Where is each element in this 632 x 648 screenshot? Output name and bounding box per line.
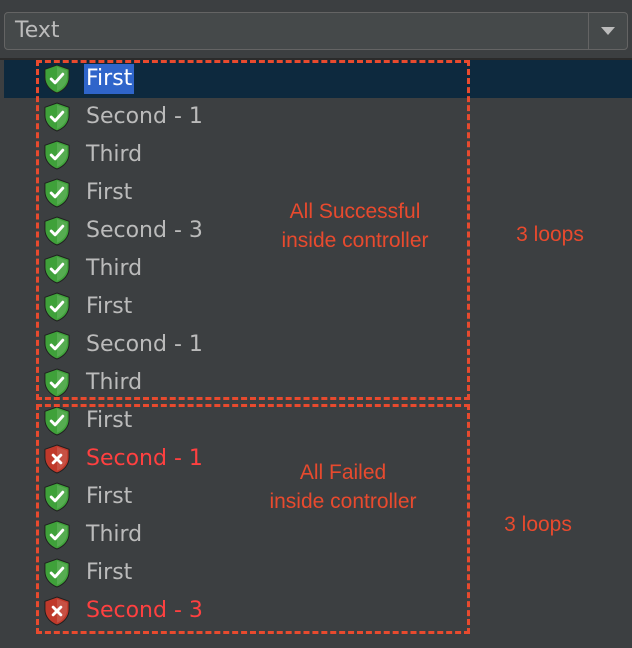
view-mode-select[interactable]: Text [4, 12, 628, 50]
result-row-label: Third [86, 370, 143, 395]
result-row-label: First [86, 560, 133, 585]
result-row-label: Second - 3 [86, 218, 203, 243]
result-row-label: First [86, 180, 133, 205]
result-row-label: First [86, 484, 133, 509]
shield-check-icon [42, 520, 72, 550]
success-annotation-line1: All Successful [289, 200, 421, 223]
result-row[interactable]: Third [0, 250, 632, 288]
failed-loops-annotation: 3 loops [504, 513, 572, 536]
result-row-label: Third [86, 256, 143, 281]
failed-annotation-line1: All Failed [299, 461, 387, 484]
result-row-label: Second - 1 [86, 446, 203, 471]
result-row-label: First [86, 294, 133, 319]
shield-check-icon [42, 254, 72, 284]
result-row[interactable]: Second - 3 [0, 592, 632, 630]
shield-check-icon [42, 140, 72, 170]
shield-check-icon [42, 368, 72, 398]
success-annotation-line2: inside controller [281, 229, 429, 252]
result-row[interactable]: Second - 1 [0, 326, 632, 364]
result-row[interactable]: Third [0, 364, 632, 402]
failed-annotation-line2: inside controller [269, 490, 417, 513]
success-annotation: All Successful inside controller [250, 197, 460, 255]
result-row-label: Third [86, 142, 143, 167]
result-row[interactable]: Second - 1 [0, 440, 632, 478]
result-row[interactable]: Third [0, 136, 632, 174]
shield-check-icon [42, 558, 72, 588]
result-row[interactable]: First [0, 288, 632, 326]
result-row[interactable]: First [0, 554, 632, 592]
result-row-label: Third [86, 522, 143, 547]
success-loops-annotation: 3 loops [516, 223, 584, 246]
shield-check-icon [42, 216, 72, 246]
dropdown-button[interactable] [588, 13, 627, 49]
shield-check-icon [42, 482, 72, 512]
shield-check-icon [42, 178, 72, 208]
result-row-label: Second - 1 [86, 332, 203, 357]
result-row[interactable]: Third [0, 516, 632, 554]
result-row-label: First [86, 408, 133, 433]
result-row[interactable]: Second - 1 [0, 98, 632, 136]
result-row[interactable]: First [4, 60, 632, 98]
triangle-down-icon [601, 27, 615, 35]
shield-check-icon [42, 64, 72, 94]
shield-x-icon [42, 444, 72, 474]
result-row-label: First [84, 64, 135, 94]
result-row-label: Second - 1 [86, 104, 203, 129]
shield-check-icon [42, 406, 72, 436]
separator [0, 58, 632, 60]
view-mode-value: Text [15, 18, 60, 43]
shield-check-icon [42, 102, 72, 132]
result-row[interactable]: First [0, 402, 632, 440]
result-row[interactable]: First [0, 478, 632, 516]
result-row[interactable]: Second - 3 [0, 212, 632, 250]
shield-check-icon [42, 292, 72, 322]
result-row-label: Second - 3 [86, 598, 203, 623]
result-row[interactable]: First [0, 174, 632, 212]
shield-check-icon [42, 330, 72, 360]
failed-annotation: All Failed inside controller [238, 458, 448, 516]
shield-x-icon [42, 596, 72, 626]
